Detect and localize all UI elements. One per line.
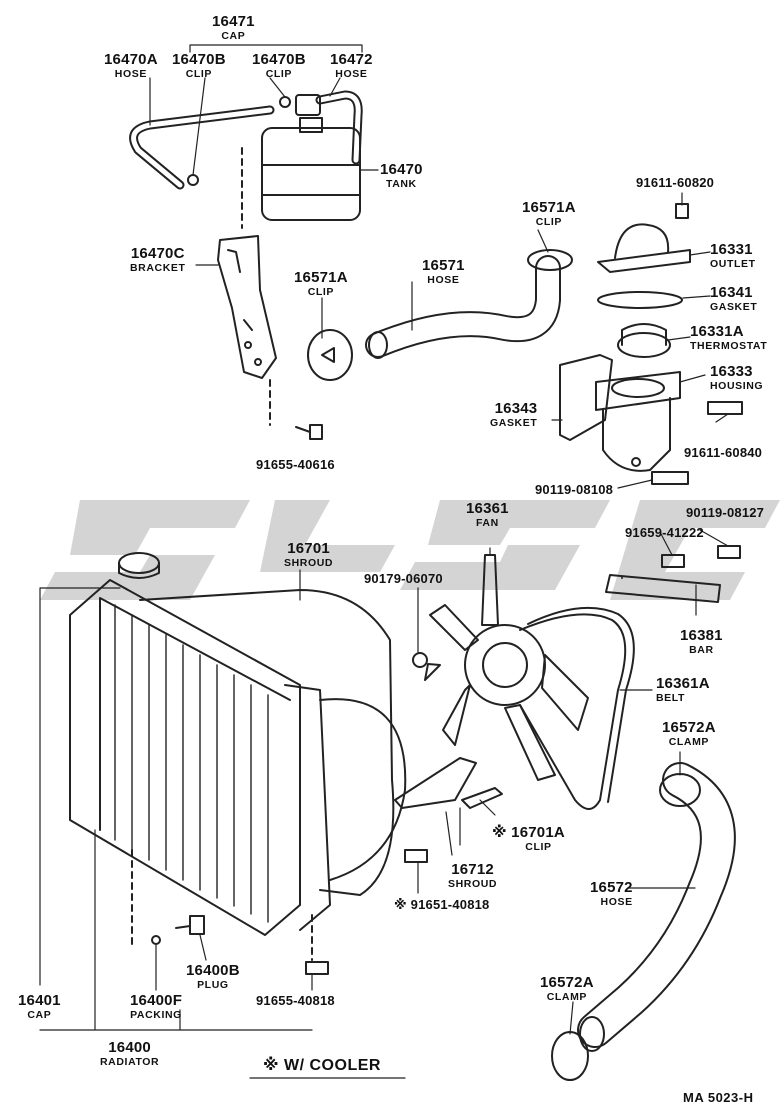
fan-16361 [424,554,589,781]
nut-90179-06070 [412,652,428,668]
clip-16701A [461,787,503,809]
bolt-91655-40616 [295,424,323,440]
radiator-16400 [69,579,331,936]
bar-16381 [605,574,721,603]
label-90179-06070: 90179-06070 [364,571,443,586]
bolt-91651-40818 [404,849,428,863]
footnote-with-cooler: ※ W/ COOLER [263,1057,381,1074]
packing-16400F [151,935,161,945]
thermostat-16331A [617,323,671,358]
label-91655-40616: 91655-40616 [256,457,335,472]
bolt-90119-08127 [717,545,741,559]
label-91659-41222: 91659-41222 [625,525,704,540]
watermark-logo [40,500,780,600]
bolt-91611-60840 [707,401,743,415]
bolt-90119-08108 [651,471,689,485]
drain-plug-16400B [175,915,205,935]
bolt-91655-40818 [305,961,329,975]
clamp-16572A-bottom [551,1031,589,1081]
figure-code: MA 5023-H [683,1090,754,1105]
lower-hose-16572 [577,762,736,1052]
radiator-cap-16401 [118,552,160,579]
reserve-tank-16470 [261,117,361,221]
clip-16571A-left [307,329,353,381]
label-90119-08127: 90119-08127 [686,505,765,520]
gasket-16341 [597,291,683,309]
clip-16470B-right [279,96,291,108]
label-91655-40818: 91655-40818 [256,993,335,1008]
bolt-91659-41222 [661,554,685,568]
overflow-hose-16470A [129,105,275,190]
label-91611-60840: 91611-60840 [684,445,763,460]
outlet-16331 [597,203,691,273]
upper-hose-16571 [365,255,561,359]
clip-16571A-top [527,249,573,271]
gasket-16343 [559,354,613,441]
label-90119-08108: 90119-08108 [535,482,614,497]
clip-16470B-left [187,174,199,186]
bracket-16470C [217,235,277,379]
cap-16471 [295,94,321,116]
belt-16361A [519,606,635,810]
label-91651-40818: ※ 91651-40818 [394,897,490,912]
housing-16333 [595,371,681,472]
fan-shroud-16701 [139,589,407,896]
label-91611-60820: 91611-60820 [636,175,715,190]
